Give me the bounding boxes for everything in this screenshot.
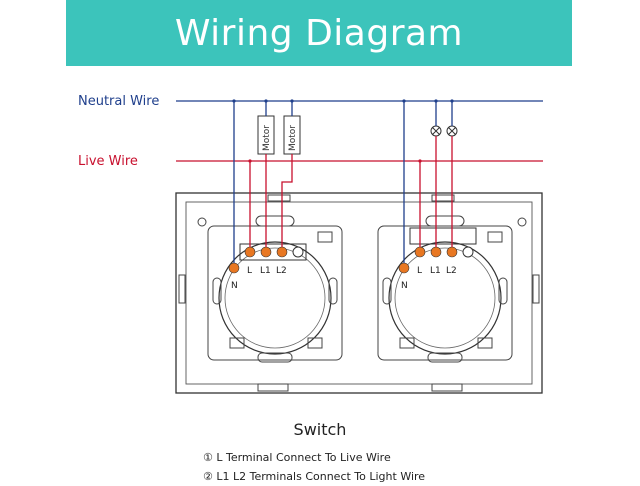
junction-dot — [290, 99, 294, 103]
label-l-right: L — [417, 266, 422, 276]
live-wire-label: Live Wire — [78, 154, 138, 169]
junction-dot — [248, 159, 252, 163]
terminal-l-right — [414, 246, 426, 258]
lamp-2 — [446, 125, 458, 137]
label-n-left: N — [231, 281, 238, 291]
frame-clip — [431, 383, 463, 392]
switch-frame-inner — [185, 201, 533, 385]
label-l1-left: L1 — [260, 266, 271, 276]
frame-clip — [267, 194, 291, 202]
switch-module-right — [377, 215, 527, 363]
motor-2-label: Motor — [288, 125, 298, 151]
diagram-caption: Switch — [293, 420, 347, 439]
terminal-screw-right — [462, 246, 474, 258]
label-n-right: N — [401, 281, 408, 291]
note-item: ② L1 L2 Terminals Connect To Light Wire — [203, 470, 426, 483]
wire-motor-2-l2 — [281, 154, 293, 247]
terminal-l1-left — [260, 246, 272, 258]
terminal-block-left — [239, 243, 307, 261]
terminal-n-left — [228, 262, 240, 274]
wiring-diagram: Neutral Wire Live Wire — [78, 94, 543, 394]
motor-1-label: Motor — [262, 125, 272, 151]
switch-module-left — [197, 215, 343, 363]
terminal-l1-right — [430, 246, 442, 258]
junction-dot — [402, 99, 406, 103]
terminal-n-right — [398, 262, 410, 274]
junction-dot — [418, 159, 422, 163]
terminal-screw-left — [292, 246, 304, 258]
frame-clip — [178, 274, 186, 304]
junction-dot — [232, 99, 236, 103]
junction-dot — [450, 99, 454, 103]
label-l-left: L — [247, 266, 252, 276]
frame-clip — [532, 274, 540, 304]
label-l2-right: L2 — [446, 266, 457, 276]
frame-clip — [431, 194, 455, 202]
title-banner: Wiring Diagram — [66, 0, 572, 66]
lamp-1 — [430, 125, 442, 137]
junction-dot — [434, 99, 438, 103]
frame-clip — [257, 383, 289, 392]
terminal-block-right — [409, 227, 477, 245]
note-item: ① L Terminal Connect To Live Wire — [203, 451, 391, 464]
wiring-notes: ① L Terminal Connect To Live Wire ② L1 L… — [203, 448, 425, 486]
switch-frame-outer — [175, 192, 543, 394]
neutral-wire-label: Neutral Wire — [78, 94, 159, 109]
junction-dot — [264, 99, 268, 103]
page-title: Wiring Diagram — [174, 12, 464, 54]
label-l2-left: L2 — [276, 266, 287, 276]
terminal-l-left — [244, 246, 256, 258]
terminal-l2-left — [276, 246, 288, 258]
label-l1-right: L1 — [430, 266, 441, 276]
terminal-l2-right — [446, 246, 458, 258]
